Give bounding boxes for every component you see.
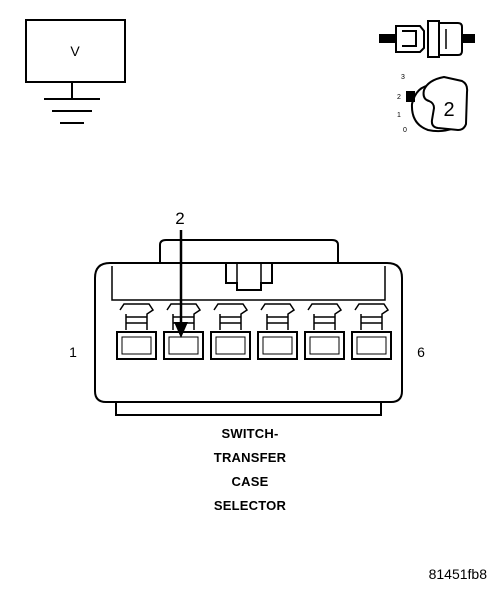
probe-scale-1: 1 [397, 112, 401, 119]
connector-body [94, 239, 403, 416]
connector-key [225, 263, 273, 291]
pin-label-right: 6 [417, 344, 425, 360]
probe-icon-label: 2 [443, 99, 454, 121]
probe-scale-0: 0 [403, 127, 407, 134]
pointer-arrowhead [174, 322, 188, 338]
caption-line-2: TRANSFER [213, 450, 287, 465]
caption-line-4: SELECTOR [213, 498, 287, 513]
cavity-4 [257, 303, 298, 360]
cavity-6 [351, 303, 392, 360]
figure-reference: 81451fb8 [428, 566, 487, 582]
probe-icon [406, 75, 469, 133]
probe-scale-2: 2 [397, 94, 401, 101]
plug-connector-icon [379, 20, 475, 58]
voltmeter-box [25, 19, 126, 83]
voltmeter-label: V [70, 43, 80, 59]
probe-scale-3: 3 [401, 74, 405, 81]
connector-base [115, 401, 382, 416]
cavity-1 [116, 303, 157, 360]
pin-label-left: 1 [69, 344, 77, 360]
cavity-3 [210, 303, 251, 360]
cavity-5 [304, 303, 345, 360]
connector-hood [159, 239, 339, 263]
voltmeter-symbol [25, 19, 126, 124]
caption-line-3: CASE [231, 474, 269, 489]
connector-shell [94, 262, 403, 403]
caption-line-1: SWITCH- [221, 426, 279, 441]
connector-cavities [116, 303, 392, 360]
pointer-label: 2 [175, 209, 184, 228]
